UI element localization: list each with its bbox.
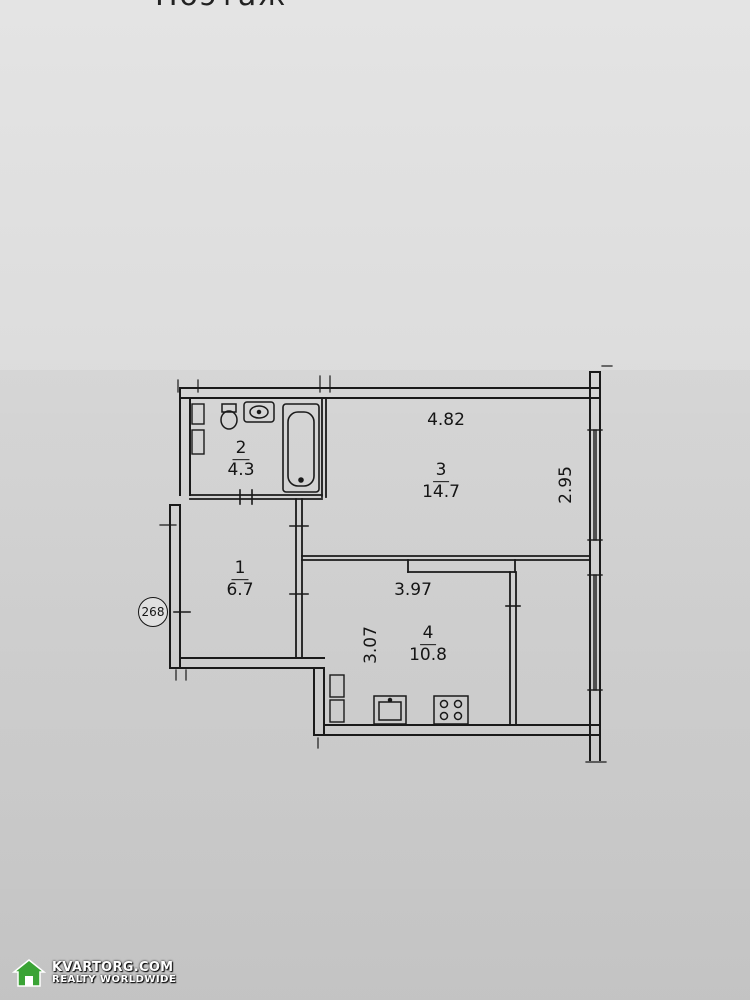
dimension-room4-depth: 3.07 [361, 626, 381, 664]
window-balcony [587, 574, 603, 691]
exterior-walls [169, 371, 601, 761]
sink-icon [243, 401, 275, 423]
house-logo-icon [12, 959, 46, 987]
room-4-area: 10.8 [409, 645, 447, 665]
watermark-brand: KVARTORG.COM [52, 959, 174, 975]
room-1-label: 1 6.7 [226, 559, 254, 600]
room-3-area: 14.7 [422, 482, 460, 502]
watermark: KVARTORG.COM REALTY WORLDWIDE [12, 958, 176, 988]
door-marks [173, 489, 521, 613]
toilet-icon [220, 403, 238, 430]
paper-shadow [0, 370, 750, 1000]
fridge-icon [329, 674, 345, 723]
washing-machine-icon [191, 403, 205, 455]
room-4-number: 4 [419, 624, 437, 645]
window-room-3 [587, 429, 603, 541]
bathtub-icon [282, 403, 320, 493]
room-2-area: 4.3 [227, 460, 255, 480]
dimension-room4-width: 3.97 [394, 580, 432, 600]
room-2-label: 2 4.3 [227, 439, 255, 480]
kitchen-sink-icon [373, 695, 407, 725]
dimension-room3-width: 4.82 [427, 410, 465, 430]
room-3-number: 3 [432, 461, 450, 482]
room-2-number: 2 [232, 439, 250, 460]
page-header-fragment: Поэтаж [155, 0, 287, 13]
dimension-room3-depth: 2.95 [556, 466, 576, 504]
room-1-area: 6.7 [226, 580, 254, 600]
watermark-tagline: REALTY WORLDWIDE [52, 973, 177, 985]
stove-icon [433, 695, 469, 725]
room-3-label: 3 14.7 [422, 461, 460, 502]
axis-marker: 268 [138, 597, 168, 627]
interior-walls [189, 397, 591, 726]
grid-ticks [159, 365, 613, 763]
room-1-number: 1 [231, 559, 249, 580]
room-4-label: 4 10.8 [409, 624, 447, 665]
